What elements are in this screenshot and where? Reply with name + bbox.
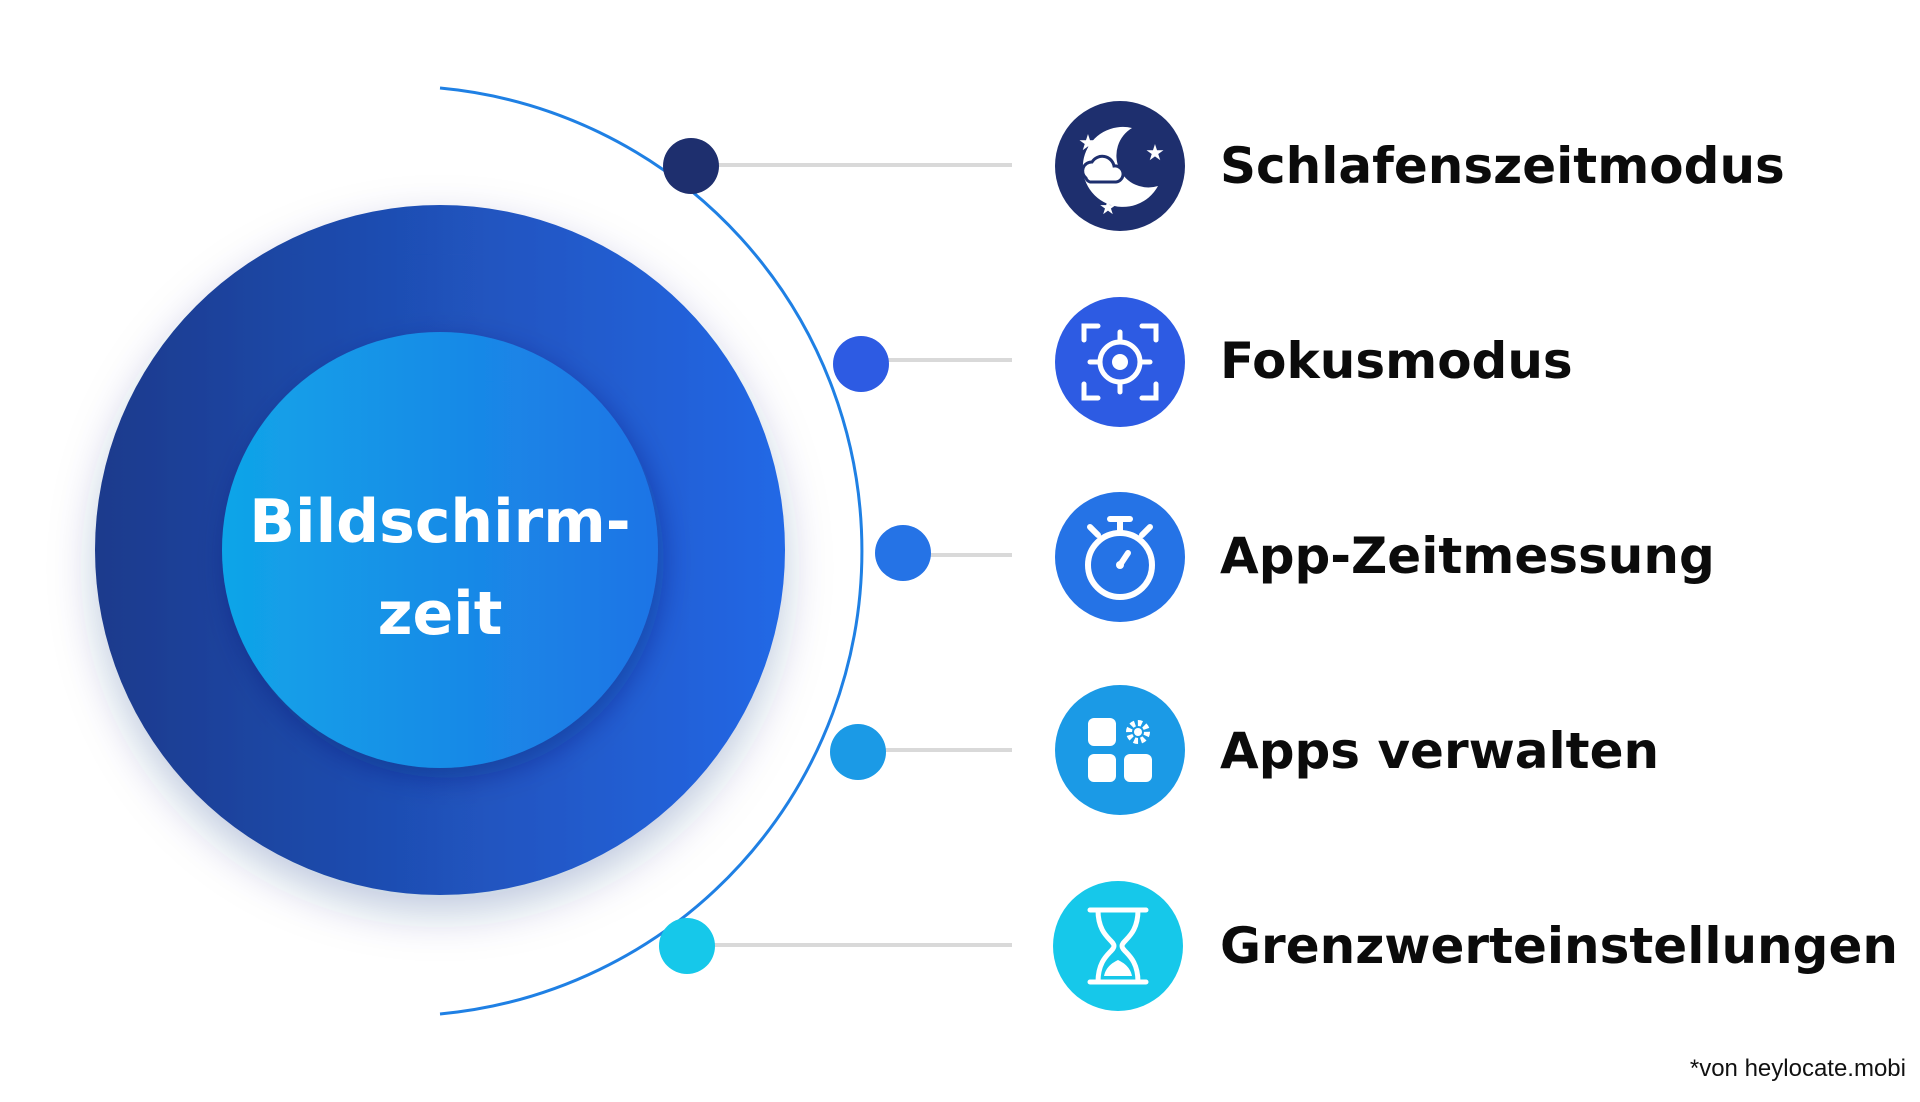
arc-dot xyxy=(875,525,931,581)
svg-text:★: ★ xyxy=(1099,195,1117,219)
arc-dot xyxy=(659,918,715,974)
orbit-arc xyxy=(439,86,864,1016)
svg-text:★: ★ xyxy=(1078,131,1098,156)
source-footnote: *von heylocate.mobi xyxy=(1689,1055,1906,1082)
stopwatch-icon xyxy=(1055,492,1185,622)
arc-dot xyxy=(833,336,889,392)
inner-circle xyxy=(222,332,658,768)
moon-stars-icon: ★ ★ ★ xyxy=(1055,101,1185,231)
arc-dot xyxy=(830,724,886,780)
apps-gear-icon xyxy=(1055,685,1185,815)
item-label-app-zeitmessung: App-Zeitmessung xyxy=(1220,527,1715,585)
item-label-grenzwerteinstellungen: Grenzwerteinstellungen xyxy=(1220,917,1898,975)
center-title-line-2: zeit xyxy=(377,579,503,649)
center-title-line-1: Bildschirm- xyxy=(249,487,631,557)
arc-dot xyxy=(663,138,719,194)
item-label-schlafenszeitmodus: Schlafenszeitmodus xyxy=(1220,137,1785,195)
hourglass-icon xyxy=(1053,881,1183,1011)
item-label-apps-verwalten: Apps verwalten xyxy=(1220,722,1660,780)
item-label-fokusmodus: Fokusmodus xyxy=(1220,332,1573,390)
svg-text:★: ★ xyxy=(1145,141,1165,166)
focus-target-icon xyxy=(1055,297,1185,427)
